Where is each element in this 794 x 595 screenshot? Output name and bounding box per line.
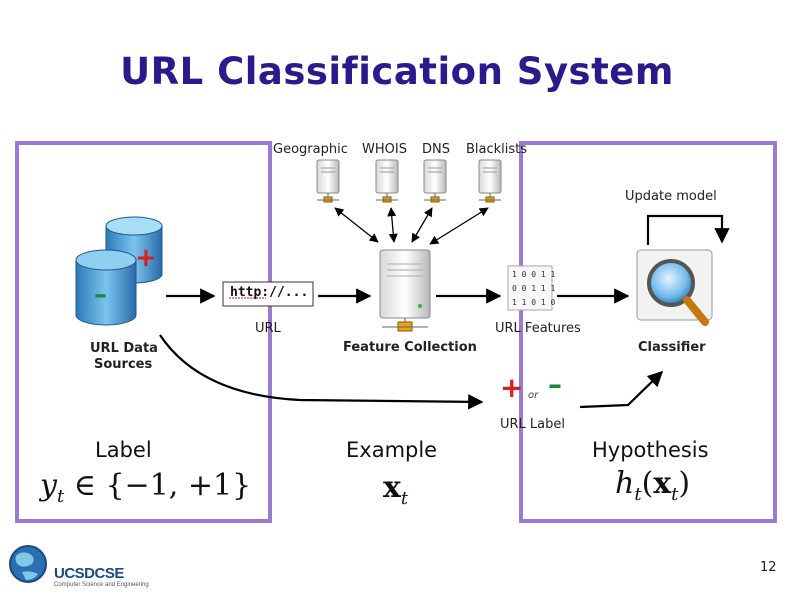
plus-sign: + — [500, 371, 524, 404]
logo-name: UCSDCSE — [54, 565, 124, 582]
or-text: or — [528, 390, 539, 401]
server-icon-whois — [375, 159, 399, 203]
server-icon-blacklists — [478, 159, 502, 203]
math-label-set: ∈ {−1, +1} — [64, 468, 252, 503]
source-label-whois: WHOIS — [362, 142, 407, 157]
minus-sign: – — [548, 368, 562, 401]
server-icon-dns — [423, 159, 447, 203]
example-caption: Example — [346, 438, 438, 462]
example-math: xt — [383, 470, 408, 509]
source-server-icons — [316, 159, 502, 203]
bits-row-3: 1 1 0 1 0 — [512, 298, 556, 307]
math-x: x — [383, 470, 401, 505]
math-h: h — [615, 466, 635, 501]
url-caption: URL — [255, 321, 281, 336]
math-hx: x — [653, 466, 672, 501]
bits-row-1: 1 0 0 1 1 — [512, 270, 556, 279]
math-open-paren: ( — [641, 466, 654, 501]
server-icon-geographic — [316, 159, 340, 203]
url-input-box — [222, 281, 314, 307]
magnifier-icon — [636, 249, 713, 326]
feature-server-icon — [379, 249, 431, 332]
source-label-blacklists: Blacklists — [466, 142, 528, 157]
label-box — [15, 141, 272, 523]
url-data-sources-label-1: URL Data — [90, 341, 158, 356]
hypothesis-math: ht(xt) — [615, 466, 690, 505]
ucsd-logo: UCSDCSE Computer Science and Engineering — [8, 542, 158, 590]
math-x-sub: t — [400, 488, 409, 509]
update-model-label: Update model — [625, 189, 717, 204]
math-close-paren: ) — [678, 466, 691, 501]
slide-title: URL Classification System — [120, 50, 674, 93]
math-hx-sub: t — [671, 484, 679, 505]
url-features-label: URL Features — [495, 321, 581, 336]
svg-text:+: + — [135, 243, 157, 273]
feature-collection-label: Feature Collection — [343, 340, 477, 355]
hypothesis-box — [519, 141, 777, 523]
svg-text:–: – — [94, 280, 107, 310]
page-number: 12 — [760, 560, 777, 575]
bits-row-2: 0 0 1 1 1 — [512, 284, 556, 293]
url-data-sources-label-2: Sources — [94, 357, 153, 372]
logo-subtitle: Computer Science and Engineering — [54, 582, 149, 588]
url-text: http://... — [230, 285, 309, 300]
globe-icon — [9, 545, 47, 583]
source-arrows — [334, 207, 489, 245]
classifier-label: Classifier — [638, 340, 706, 355]
feature-vector-card — [507, 265, 553, 311]
math-y: y — [40, 468, 57, 503]
source-label-geographic: Geographic — [273, 142, 348, 157]
hypothesis-caption: Hypothesis — [592, 438, 709, 462]
source-label-dns: DNS — [422, 142, 450, 157]
main-flow-arrows — [159, 214, 730, 410]
label-math: yt ∈ {−1, +1} — [40, 468, 251, 507]
url-label-caption: URL Label — [500, 417, 565, 432]
database-icon: + – — [75, 216, 163, 326]
label-caption: Label — [95, 438, 152, 462]
math-h-sub: t — [634, 484, 642, 505]
math-y-sub: t — [56, 486, 65, 507]
